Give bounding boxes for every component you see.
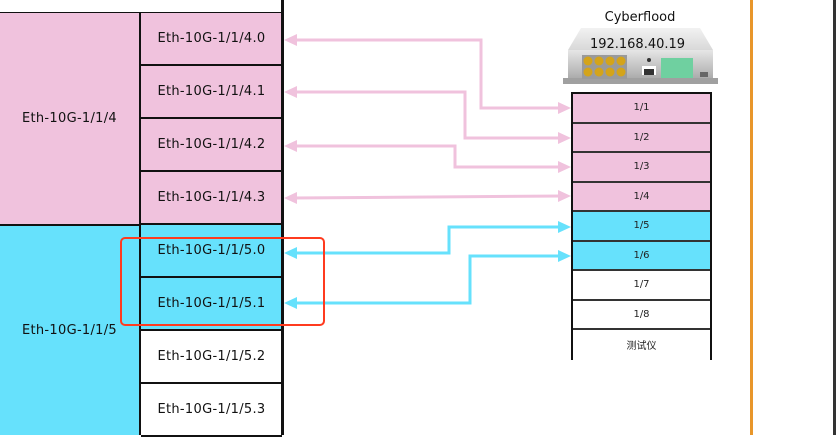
device-port-label: 1/7 [633,279,650,291]
group-label: Eth-10G-1/1/4 [21,111,118,126]
group-eth-1-1-4: Eth-10G-1/1/4 [0,13,141,226]
sub-port-label: Eth-10G-1/1/5.2 [157,349,266,364]
connection-line [292,254,563,305]
device-port-label: 测试仪 [626,341,657,353]
connection-line [292,144,563,169]
sub-port-cell: Eth-10G-1/1/5.1 [141,278,282,331]
device-port: 1/7 [573,271,710,301]
device-port-label: 1/5 [633,220,650,232]
sub-port-label: Eth-10G-1/1/4.2 [157,137,266,152]
sub-port-cell: Eth-10G-1/1/4.1 [141,66,282,119]
device-port-label: 1/6 [633,249,650,261]
sub-port-label: Eth-10G-1/1/5.0 [157,243,266,258]
device-chassis [563,28,718,88]
device-port-label: 1/2 [633,131,650,143]
highlight-box [120,237,325,326]
device-port-label: 1/3 [633,161,650,173]
arrowhead-right [558,132,571,144]
device-port: 测试仪 [573,330,710,360]
arrowhead-left [284,247,297,259]
sub-port-label: Eth-10G-1/1/5.1 [157,296,266,311]
device-name: Cyberflood [604,10,676,25]
orange-divider [750,0,753,435]
group-eth-1-1-5: Eth-10G-1/1/5 [0,226,141,435]
device-port-label: 1/4 [633,190,650,202]
arrowhead-right [558,102,571,114]
connection-line [291,194,564,200]
device-port-label: 1/1 [633,102,650,114]
device-port: 1/5 [573,212,710,242]
arrowhead-right [558,221,571,233]
arrowhead-left [284,140,297,152]
group-label: Eth-10G-1/1/5 [21,323,118,338]
device-port: 1/8 [573,300,710,330]
device-ip: 192.168.40.19 [589,37,686,52]
sub-port-label: Eth-10G-1/1/5.3 [157,402,266,417]
table-right-border [281,0,284,435]
sub-port-label: Eth-10G-1/1/4.1 [157,84,266,99]
device-port-list: 1/1 1/2 1/3 1/4 1/5 1/6 1/7 1/8 测试仪 [571,92,712,360]
sub-port-cell: Eth-10G-1/1/4.2 [141,119,282,172]
device-port: 1/4 [573,182,710,212]
arrowhead-left [284,297,297,309]
sub-port-cell: Eth-10G-1/1/5.3 [141,384,282,437]
arrowhead-left [284,34,297,46]
arrowhead-right [558,190,571,202]
arrowhead-right [558,161,571,173]
connection-line [292,225,563,255]
device-port: 1/3 [573,153,710,183]
arrowhead-left [284,192,297,204]
arrowhead-left [284,86,297,98]
sub-port-cell: Eth-10G-1/1/4.3 [141,172,282,225]
device-chassis-graphic [563,28,718,84]
device-port: 1/2 [573,123,710,153]
sub-port-label: Eth-10G-1/1/4.3 [157,190,266,205]
device-port: 1/1 [573,94,710,124]
device-port: 1/6 [573,241,710,271]
device-port-label: 1/8 [633,308,650,320]
connection-line [292,38,563,110]
sub-port-cell: Eth-10G-1/1/5.0 [141,225,282,278]
sub-port-label: Eth-10G-1/1/4.0 [157,31,266,46]
sub-port-cell: Eth-10G-1/1/4.0 [141,13,282,66]
right-edge-border [833,0,836,435]
sub-port-cell: Eth-10G-1/1/5.2 [141,331,282,384]
connection-line [292,90,563,140]
arrowhead-right [558,250,571,262]
